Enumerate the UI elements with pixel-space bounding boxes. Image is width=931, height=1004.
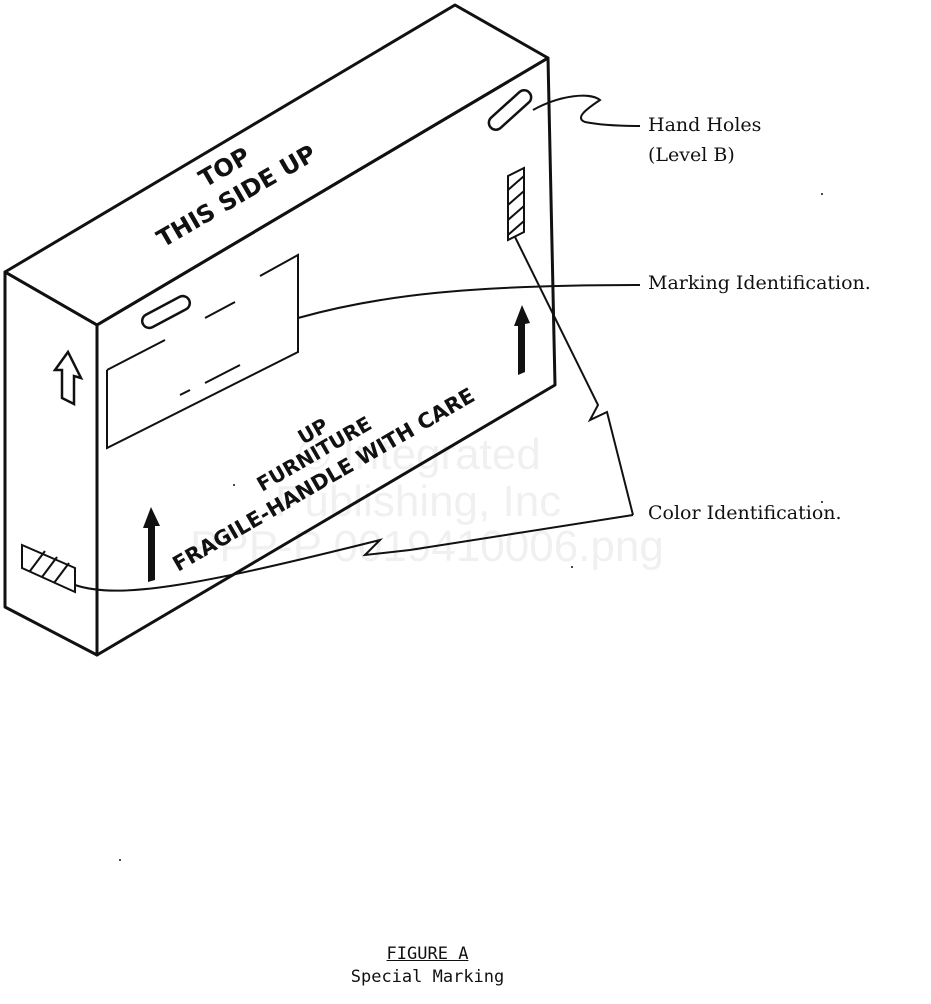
figure-subtitle: Special Marking (350, 967, 505, 987)
up-arrow-side-icon (52, 349, 84, 407)
hand-hole-left (140, 294, 192, 330)
callout-marking-id: Marking Identification. (648, 272, 871, 294)
callout-color-id: Color Identification. (648, 502, 842, 524)
callout-hand-holes: Hand Holes (648, 114, 762, 136)
watermark-line3: PPP-P 0019410006.png (190, 522, 664, 571)
marking-label-area (106, 253, 299, 450)
box-front-face (95, 56, 557, 657)
watermark-line1: © Integrated (298, 430, 541, 479)
figure-title: FIGURE A (386, 944, 469, 964)
leader-color-id-left (74, 514, 634, 592)
scan-specks (119, 193, 823, 861)
box-side-face (3, 270, 99, 657)
color-id-left (21, 543, 76, 594)
leader-color-id-right (514, 236, 634, 516)
leader-hand-holes (532, 94, 641, 127)
leader-marking-id (297, 284, 641, 319)
up-arrow-front-left-icon (143, 507, 160, 582)
watermark-line2: Publishing, Inc (275, 477, 562, 526)
color-id-right (507, 166, 525, 242)
callout-level-b: (Level B) (648, 144, 735, 166)
hand-hole-right (487, 89, 533, 131)
up-arrow-front-right-icon (514, 305, 530, 375)
